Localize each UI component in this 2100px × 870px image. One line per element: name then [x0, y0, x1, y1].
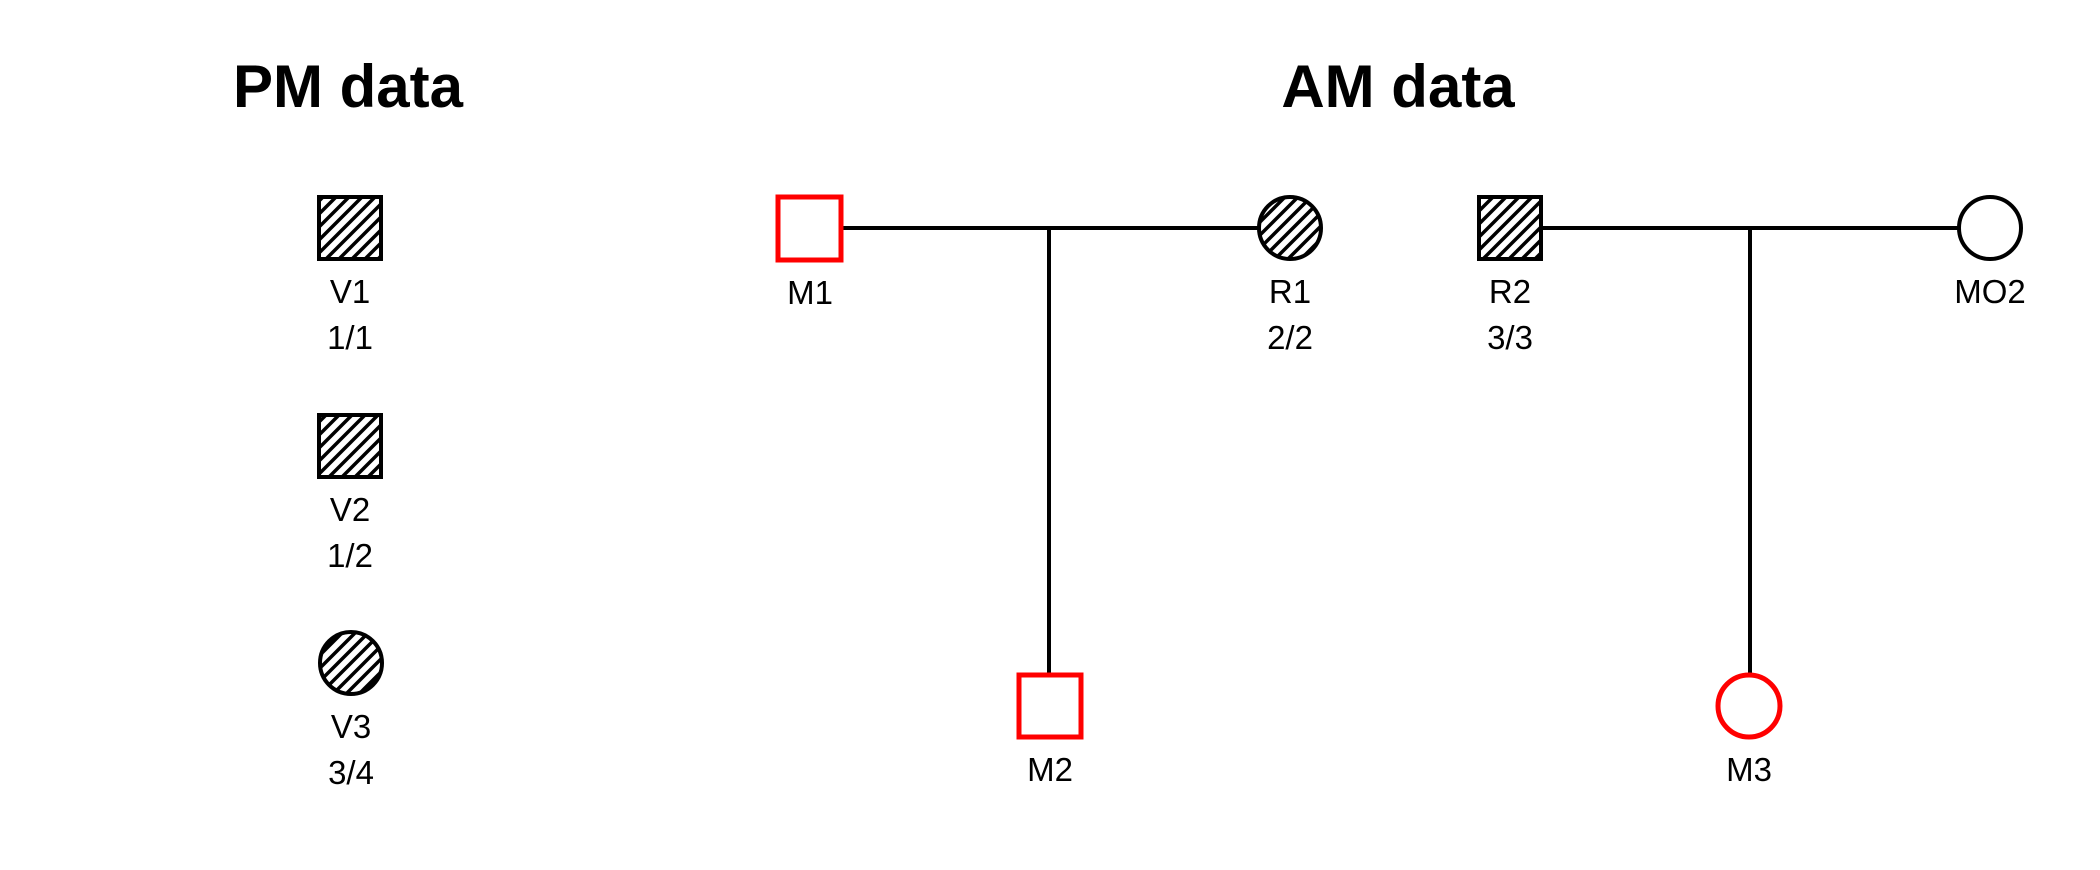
legend-item-v2: V2 1/2: [317, 413, 383, 574]
mo2-label: MO2: [1954, 273, 2026, 310]
pm-legend: V1 1/1 V2 1/2 V3 3/4: [317, 195, 384, 791]
r2-genotype: 3/3: [1487, 319, 1533, 356]
am-data-title: AM data: [1281, 53, 1515, 120]
m3-label: M3: [1726, 751, 1772, 788]
m1-square-symbol: [775, 194, 844, 263]
v3-label: V3: [331, 708, 371, 745]
v1-hatched-square-symbol: [317, 195, 383, 261]
v3-hatched-circle-symbol: [318, 630, 384, 696]
r1-hatched-circle-symbol: [1257, 195, 1323, 261]
v2-genotype: 1/2: [327, 537, 373, 574]
r1-label: R1: [1269, 273, 1311, 310]
v1-genotype: 1/1: [327, 319, 373, 356]
m2-label: M2: [1027, 751, 1073, 788]
pm-data-title: PM data: [233, 53, 464, 120]
m1-label: M1: [787, 274, 833, 311]
r2-label: R2: [1489, 273, 1531, 310]
r2-hatched-square-symbol: [1477, 195, 1543, 261]
v2-label: V2: [330, 491, 370, 528]
v1-label: V1: [330, 273, 370, 310]
v2-hatched-square-symbol: [317, 413, 383, 479]
r1-genotype: 2/2: [1267, 319, 1313, 356]
legend-item-v3: V3 3/4: [318, 630, 384, 791]
v3-genotype: 3/4: [328, 754, 374, 791]
m3-circle-symbol: [1715, 672, 1783, 740]
legend-item-v1: V1 1/1: [317, 195, 383, 356]
family-2: R2 3/3 MO2 M3: [1477, 195, 2026, 788]
mo2-circle-symbol: [1957, 195, 2023, 261]
m2-square-symbol: [1016, 672, 1084, 740]
family-1: M1 R1 2/2 M2: [775, 194, 1323, 788]
